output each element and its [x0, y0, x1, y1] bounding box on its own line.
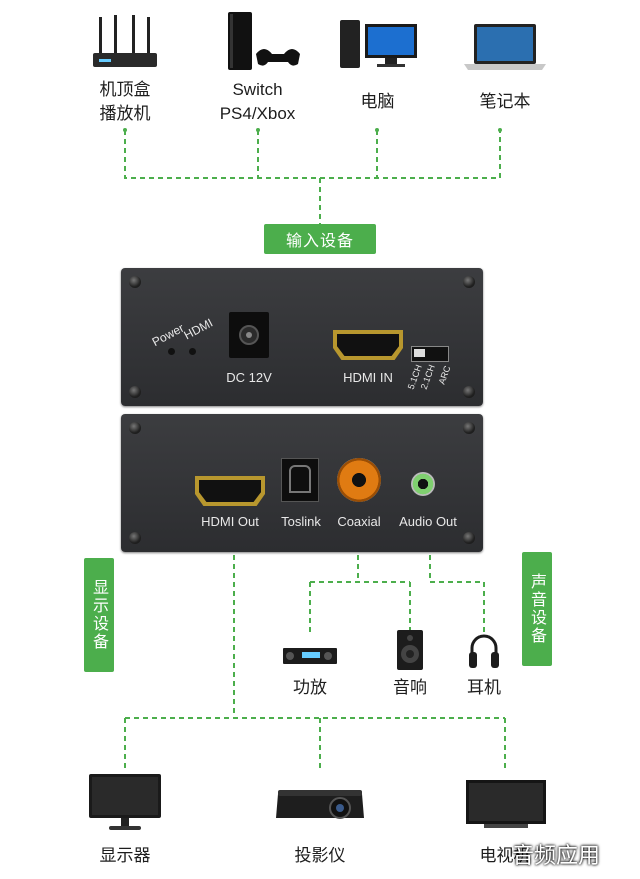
amplifier-device: [282, 646, 338, 666]
headphones-icon: [469, 634, 499, 668]
device-label-laptop: 笔记本: [479, 92, 531, 112]
hdmi-in-label: HDMI IN: [343, 370, 393, 385]
converter-bottom-panel: HDMI Out Toslink Coaxial Audio Out: [121, 414, 483, 552]
device-label-settop: 机顶盒 播放机: [99, 80, 151, 124]
hdmi-in-port: [333, 330, 403, 360]
console-device: [220, 10, 300, 75]
dc-power-jack: [229, 312, 269, 358]
watermark-text: 音频应用: [512, 844, 601, 869]
toslink-port: [281, 458, 319, 502]
pc-device: [335, 18, 425, 73]
projector-device: [274, 784, 366, 824]
screw-icon: [463, 532, 475, 544]
device-label-monitor: 显示器: [99, 846, 151, 866]
amplifier-icon: [283, 648, 337, 664]
power-led-icon: [168, 348, 175, 355]
screw-icon: [463, 422, 475, 434]
audio-out-label: Audio Out: [399, 514, 457, 529]
dc-label: DC 12V: [226, 370, 272, 385]
toslink-label: Toslink: [281, 514, 321, 529]
tv-device: [464, 778, 548, 830]
speaker-device: [394, 630, 426, 670]
device-label-speaker: 音响: [393, 678, 427, 698]
hdmi-led-icon: [189, 348, 196, 355]
audio-devices-tag: 声音设备: [522, 552, 552, 666]
projector-icon: [276, 790, 364, 819]
screw-icon: [463, 386, 475, 398]
device-label-amplifier: 功放: [293, 678, 327, 698]
converter-top-panel: Power HDMI DC 12V HDMI IN 5.1CH 2.1CH AR…: [121, 268, 483, 406]
speaker-icon: [397, 630, 423, 670]
screw-icon: [129, 276, 141, 288]
display-devices-tag: 显示设备: [84, 558, 114, 672]
router-icon: [93, 15, 157, 67]
audio-out-port: [411, 472, 435, 496]
hdmi-out-label: HDMI Out: [201, 514, 259, 529]
laptop-device: [462, 22, 548, 72]
desktop-computer-icon: [340, 20, 417, 68]
game-console-icon: [228, 12, 300, 70]
screw-icon: [463, 276, 475, 288]
switch-label-arc: ARC: [436, 364, 453, 386]
device-label-projector: 投影仪: [294, 846, 346, 866]
monitor-device: [85, 772, 165, 834]
device-label-console: Switch PS4/Xbox: [219, 80, 296, 123]
hdmi-out-port: [195, 476, 265, 506]
device-label-pc: 电脑: [360, 92, 395, 112]
screw-icon: [129, 422, 141, 434]
coaxial-label: Coaxial: [337, 514, 381, 529]
laptop-icon: [464, 24, 546, 70]
power-led-label: Power: [149, 320, 187, 350]
screw-icon: [129, 386, 141, 398]
device-label-tv: 电视机: [479, 846, 531, 866]
screw-icon: [129, 532, 141, 544]
input-devices-tag: 输入设备: [264, 224, 376, 254]
coaxial-port: [337, 458, 381, 502]
tv-icon: [466, 780, 546, 828]
headphones-device: [468, 632, 500, 670]
device-label-headphones: 耳机: [467, 678, 501, 698]
monitor-icon: [89, 774, 161, 830]
set-top-box-device: [85, 15, 165, 75]
mode-switch[interactable]: [411, 346, 449, 362]
hdmi-led-label: HDMI: [181, 315, 216, 343]
